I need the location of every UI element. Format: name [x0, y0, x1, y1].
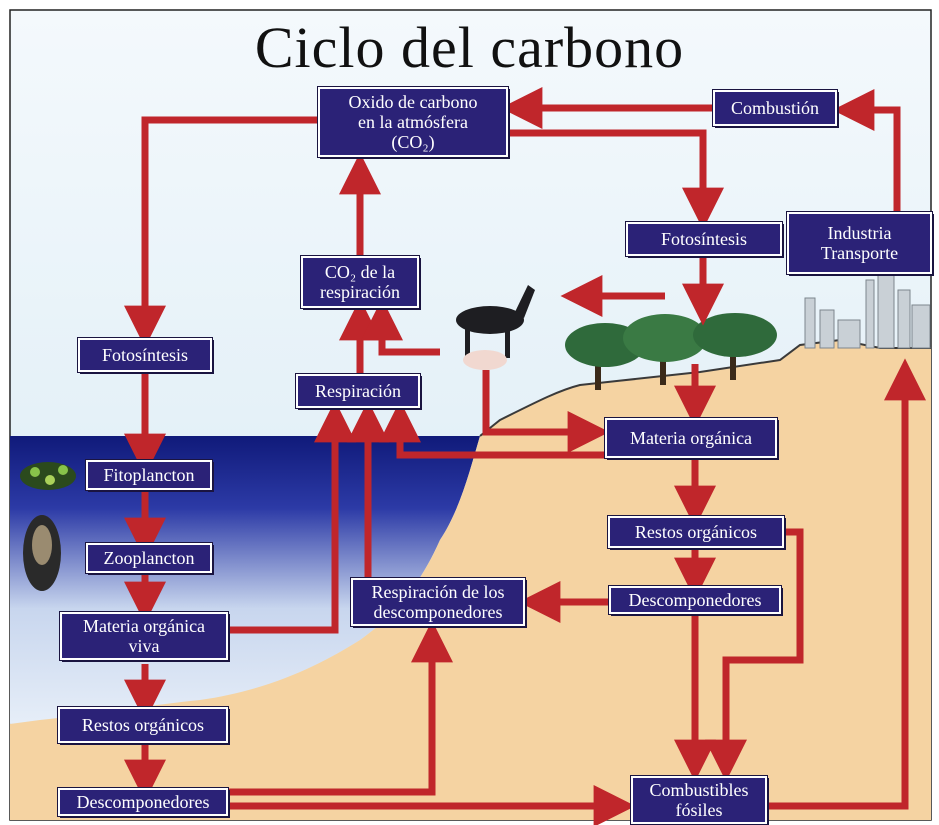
box-co2-respiracion: CO₂ de la respiración — [301, 256, 419, 308]
box-atmosfera: Oxido de carbono en la atmósfera (CO₂) — [318, 87, 508, 157]
box-materia-organica: Materia orgánica — [605, 418, 777, 458]
zooplankton-illustration — [23, 515, 61, 591]
arrow-animals-to-materia — [482, 370, 610, 453]
arrow-viva-to-resp — [228, 400, 356, 634]
arrow-atm-to-fotosintesis-mar — [124, 116, 318, 348]
box-restos-tierra: Restos orgánicos — [608, 516, 784, 548]
arrows — [124, 87, 926, 825]
trees-illustration — [565, 313, 777, 390]
arrow-combustibles-to-industria — [768, 358, 926, 810]
box-restos-mar: Restos orgánicos — [58, 707, 228, 743]
box-respiracion-descomponedores: Respiración de los descomponedores — [351, 578, 525, 626]
arrow-materia-to-resp — [379, 400, 604, 459]
arrow-industria-to-combustion — [832, 89, 901, 212]
phytoplankton-illustration — [20, 462, 76, 490]
box-descomponedores-tierra: Descomponedores — [609, 586, 781, 614]
box-combustibles: Combustibles fósiles — [631, 776, 767, 824]
pig-illustration — [463, 350, 507, 370]
box-combustion: Combustión — [713, 90, 837, 126]
arrow-animals-to-co2resp — [361, 298, 440, 356]
box-materia-viva: Materia orgánica viva — [60, 612, 228, 660]
diagram-title: Ciclo del carbono — [254, 15, 685, 80]
box-descomponedores-mar: Descomponedores — [58, 788, 228, 816]
box-zooplancton: Zooplancton — [86, 543, 212, 573]
horse-illustration — [456, 285, 535, 358]
arrow-restos-to-combustibles — [705, 528, 804, 782]
box-industria: Industria Transporte — [787, 212, 932, 274]
coastline — [479, 338, 931, 437]
arrow-descmar-to-descresp — [228, 620, 453, 796]
box-fotosintesis-mar: Fotosíntesis — [78, 338, 212, 372]
arrow-atm-to-fotosintesis-tierra — [508, 129, 724, 230]
factory-illustration — [804, 264, 931, 349]
box-fitoplancton: Fitoplancton — [86, 460, 212, 490]
box-fotosintesis-tierra: Fotosíntesis — [626, 222, 782, 256]
box-respiracion: Respiración — [296, 374, 420, 408]
